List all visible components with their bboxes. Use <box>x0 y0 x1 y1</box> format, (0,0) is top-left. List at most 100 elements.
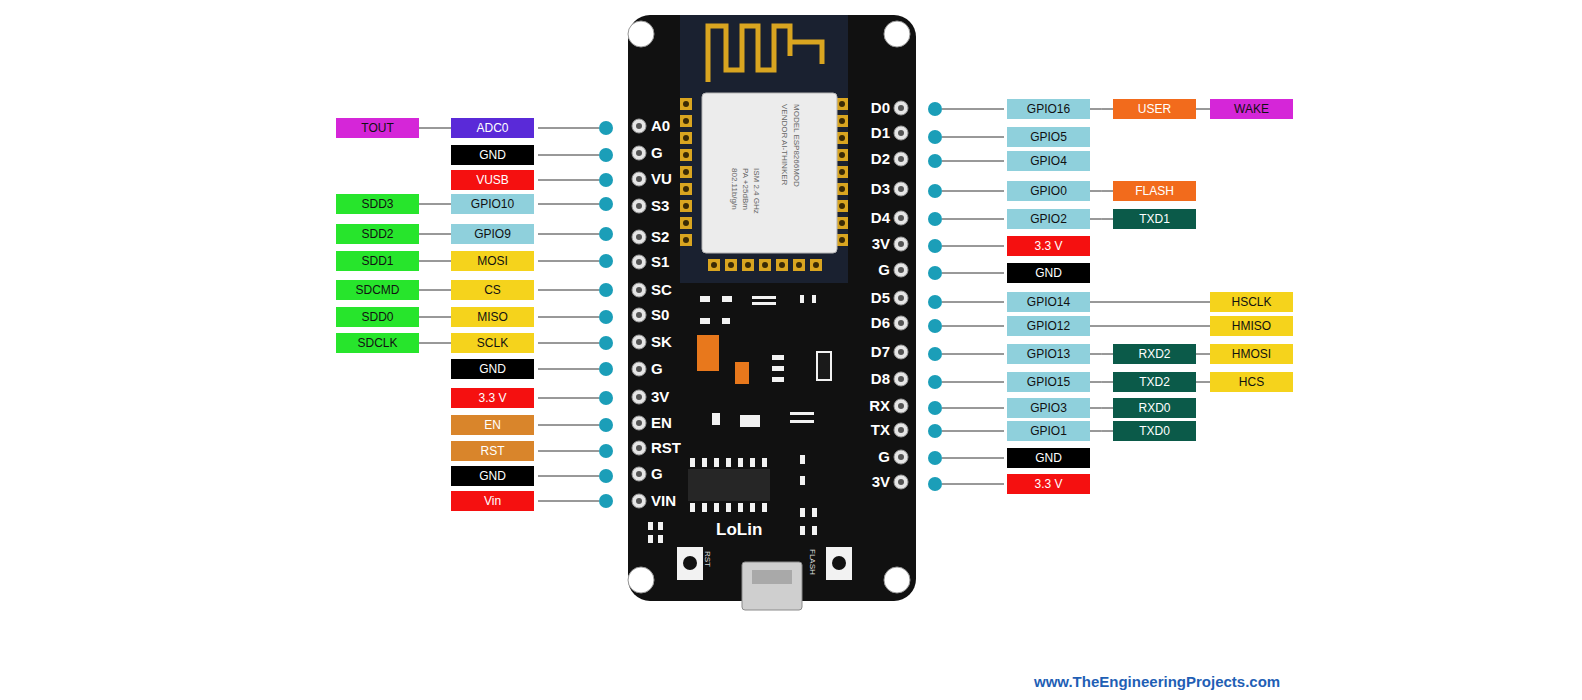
smd-components <box>658 535 663 543</box>
board-pin-name: RX <box>869 397 890 415</box>
pin-function-text: TOUT <box>361 122 393 134</box>
pin-function-box: SDD2 <box>336 224 419 244</box>
module-marking: ISM 2.4 GHz <box>751 168 761 214</box>
pin-dot <box>599 148 613 162</box>
header-pin <box>894 345 908 359</box>
board-pin-name: D2 <box>871 150 890 168</box>
castellated-pad <box>680 132 692 144</box>
mounting-hole <box>884 567 910 593</box>
leader-line <box>538 234 599 235</box>
mounting-hole <box>628 21 654 47</box>
pin-function-box: VUSB <box>451 170 534 190</box>
header-pin <box>894 263 908 277</box>
leader-line <box>942 273 1004 274</box>
pin-function-box: MOSI <box>451 251 534 271</box>
header-pin <box>632 362 646 376</box>
leader-line <box>538 155 599 156</box>
pin-function-box: GND <box>1007 263 1090 283</box>
pin-function-text: TXD1 <box>1139 213 1170 225</box>
smd-components <box>658 522 663 530</box>
pin-function-text: SDCMD <box>356 284 400 296</box>
leader-line <box>538 261 599 262</box>
pin-dot <box>599 121 613 135</box>
pin-function-text: 3.3 V <box>478 392 506 404</box>
board-pin-name: VIN <box>651 492 676 510</box>
connector-line <box>419 128 451 129</box>
pin-dot <box>599 102 942 508</box>
pin-function-text: GPIO1 <box>1030 425 1067 437</box>
wifi-module <box>708 26 822 82</box>
pin-function-text: GPIO5 <box>1030 131 1067 143</box>
pin-function-box: TOUT <box>336 118 419 138</box>
pin-function-text: 3.3 V <box>1034 478 1062 490</box>
pin-function-box: GND <box>451 145 534 165</box>
pin-function-text: GPIO9 <box>474 228 511 240</box>
leader-line <box>538 451 599 452</box>
castellated-pad <box>725 259 737 271</box>
leader-line <box>942 354 1004 355</box>
pin-function-text: EN <box>484 419 501 431</box>
pin-dot <box>928 401 942 415</box>
pin-function-box: GND <box>451 359 534 379</box>
pin-function-text: CS <box>484 284 501 296</box>
board-pin-name: S0 <box>651 306 669 324</box>
smd-components <box>648 522 653 530</box>
header-pin <box>894 152 908 166</box>
pin-dot <box>928 477 942 491</box>
pin-function-text: RST <box>481 445 505 457</box>
usb-chip <box>762 503 767 512</box>
pin-dot <box>599 362 613 376</box>
header-pin <box>632 101 908 508</box>
castellated-pad <box>776 259 788 271</box>
pin-function-text: MISO <box>477 311 508 323</box>
pin-function-text: SDCLK <box>357 337 397 349</box>
header-pin <box>894 211 908 225</box>
pin-function-box: SDD0 <box>336 307 419 327</box>
header-pin <box>894 316 908 330</box>
pin-function-box: GPIO1 <box>1007 421 1090 441</box>
board-pin-name: D6 <box>871 314 890 332</box>
usb-chip <box>726 458 731 467</box>
pin-function-text: GPIO14 <box>1027 296 1070 308</box>
pin-function-box: USER <box>1113 99 1196 119</box>
pin-dot <box>599 310 613 324</box>
connector-line <box>1196 382 1210 383</box>
castellated-pad <box>680 200 692 212</box>
header-pin <box>632 255 646 269</box>
smd-components <box>800 526 805 535</box>
push-button <box>683 556 697 570</box>
castellated-pad <box>836 166 848 178</box>
header-pin <box>894 182 908 196</box>
connector-line <box>1196 354 1210 355</box>
pin-dot <box>928 319 942 333</box>
board-pin-name: G <box>878 261 890 279</box>
board-pin-name: 3V <box>872 473 890 491</box>
header-pin <box>632 146 646 160</box>
header-pin <box>632 230 646 244</box>
smd-components <box>790 420 814 423</box>
pin-function-text: GPIO13 <box>1027 348 1070 360</box>
board-pin-name: VU <box>651 170 672 188</box>
connector-line <box>419 261 451 262</box>
push-button <box>826 547 852 580</box>
pin-function-box: GPIO4 <box>1007 151 1090 171</box>
pin-function-box: HCS <box>1210 372 1293 392</box>
pin-function-text: GND <box>479 363 506 375</box>
pin-function-text: SDD3 <box>361 198 393 210</box>
pin-function-box: HSCLK <box>1210 292 1293 312</box>
header-pin <box>632 416 646 430</box>
usb-connector <box>742 562 802 610</box>
pin-function-text: Vin <box>484 495 501 507</box>
smd-components <box>697 335 719 371</box>
castellated-pad <box>836 234 848 246</box>
push-button <box>832 556 846 570</box>
connector-line <box>419 290 451 291</box>
pin-function-box: GPIO9 <box>451 224 534 244</box>
pin-function-text: FLASH <box>1135 185 1174 197</box>
pin-dot <box>928 295 942 309</box>
usb-chip <box>702 503 707 512</box>
module-marking: 802.11b/g/n <box>729 168 739 210</box>
header-pin <box>632 467 646 481</box>
castellated-pad <box>810 259 822 271</box>
pin-function-box: GPIO13 <box>1007 344 1090 364</box>
